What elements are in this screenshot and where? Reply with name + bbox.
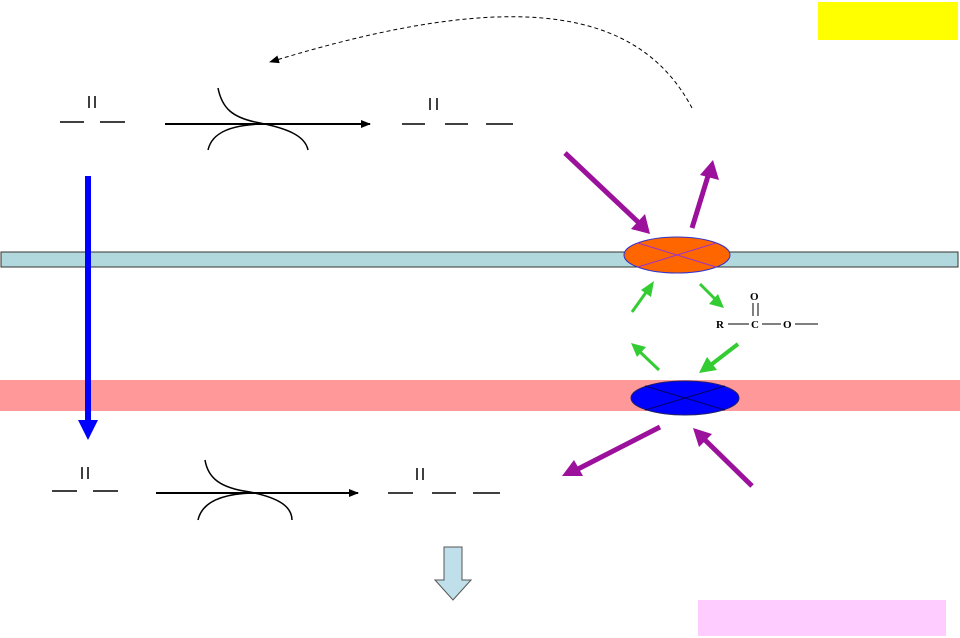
green-arrow-ester-to-lower-enzyme (699, 342, 740, 373)
upper-membrane (0, 251, 959, 268)
ester-o-top-label: O (750, 291, 759, 303)
blue-transfer-arrow (78, 176, 98, 440)
dashed-feedback-arrow (269, 16, 693, 109)
purple-arrow-out-of-upper-enzyme (689, 160, 719, 229)
pink-label-box (698, 600, 946, 636)
lower-enzyme (630, 380, 740, 416)
green-arrow-up-from-lower-enzyme (631, 343, 661, 372)
ester-c-label: C (751, 319, 759, 331)
top-substrate-structure (60, 96, 125, 123)
top-cosubstrate-curve (217, 87, 309, 151)
bottom-substrate-structure (52, 467, 118, 492)
purple-arrow-out-of-lower-enzyme (562, 424, 662, 476)
purple-arrow-into-upper-enzyme (563, 151, 650, 234)
lower-membrane (0, 380, 960, 411)
ester-structure: R C O O (716, 291, 818, 331)
purple-arrow-into-lower-enzyme (693, 428, 754, 488)
top-product-structure (402, 98, 513, 125)
ester-r-label: R (716, 319, 725, 331)
bottom-product-structure (388, 468, 500, 494)
green-arrow-to-ester (698, 282, 724, 308)
bottom-cosubstrate-curve (204, 459, 293, 521)
upper-enzyme (623, 236, 731, 274)
yellow-label-box (818, 2, 958, 40)
green-arrow-up-to-upper-enzyme (630, 281, 654, 313)
ester-o-right-label: O (783, 319, 792, 331)
down-block-arrow (433, 546, 473, 601)
top-coproduct-curve (207, 123, 263, 151)
bottom-coproduct-curve (197, 492, 253, 521)
